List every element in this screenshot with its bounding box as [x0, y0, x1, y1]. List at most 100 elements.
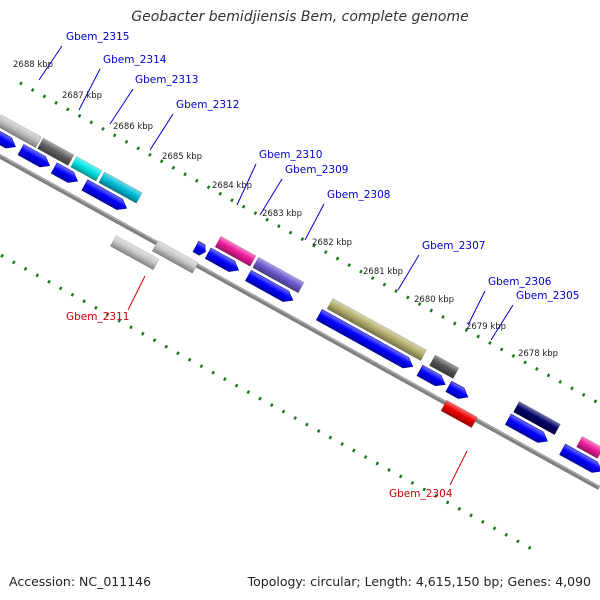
cds-arrow — [204, 247, 240, 272]
accession-text: Accession: NC_011146 — [9, 574, 152, 589]
leader-line — [304, 203, 325, 241]
tick-mark — [269, 403, 274, 408]
tick-mark — [234, 383, 239, 388]
tick-mark — [410, 480, 415, 485]
leader-line — [467, 290, 486, 326]
tick-mark — [140, 331, 145, 336]
tick-mark — [19, 81, 23, 86]
feature-offscreen-edge — [576, 435, 600, 459]
tick-label: 2681 kbp — [363, 267, 403, 277]
tick-mark — [47, 279, 51, 284]
cds-arrow — [0, 126, 16, 149]
cds-arrow — [416, 364, 446, 387]
cds-arrow — [504, 413, 548, 443]
feature-block — [440, 399, 478, 429]
gene-name: Gbem_2309 — [285, 164, 348, 176]
tick-mark — [312, 243, 316, 248]
tick-label: 2685 kbp — [162, 152, 202, 162]
tick-mark — [293, 416, 298, 421]
tick-mark — [152, 338, 157, 343]
tick-label: 2688 kbp — [13, 60, 53, 70]
leader-line — [78, 68, 101, 111]
tick-mark — [406, 295, 410, 300]
gene-arrow — [445, 380, 469, 399]
feature-gbem_2306-7 — [429, 354, 460, 379]
map-title: Geobacter bemidjiensis Bem, complete gen… — [131, 9, 469, 25]
tick-mark — [504, 532, 509, 537]
tick-mark — [199, 364, 204, 369]
tick-mark — [70, 292, 75, 297]
tick-mark — [359, 269, 363, 274]
tick-mark — [66, 107, 70, 112]
tick-mark — [281, 409, 286, 414]
tick-mark — [464, 327, 469, 332]
leader-line — [449, 450, 468, 486]
gene-arrow — [504, 413, 548, 443]
feature-block — [429, 354, 460, 379]
gene-label-gbem_2308: Gbem_2308 — [304, 189, 390, 241]
tick-mark — [35, 273, 40, 278]
feature-block — [326, 297, 427, 361]
tick-mark — [136, 146, 141, 151]
tick-mark — [288, 230, 293, 235]
tick-mark — [323, 250, 328, 255]
tick-mark — [476, 334, 481, 339]
tick-mark — [593, 399, 598, 404]
cds-arrow — [559, 443, 600, 473]
tick-mark — [101, 126, 105, 131]
feature-block — [110, 235, 160, 271]
gene-name: Gbem_2314 — [103, 54, 167, 66]
gene-arrow — [50, 162, 79, 183]
tick-mark — [246, 390, 251, 395]
tick-mark — [194, 178, 199, 183]
tick-mark — [129, 325, 133, 330]
gene-name: Gbem_2313 — [135, 74, 198, 86]
tick-mark — [148, 152, 152, 157]
gene-label-gbem_2313: Gbem_2313 — [109, 74, 198, 125]
tick-mark — [429, 308, 434, 313]
gene-label-gbem_2304: Gbem_2304 — [389, 450, 468, 500]
tick-mark — [124, 139, 129, 144]
gene-name: Gbem_2310 — [259, 149, 322, 161]
tick-label: 2678 kbp — [518, 349, 558, 359]
tick-mark — [581, 392, 586, 397]
gene-label-gbem_2305: Gbem_2305 — [490, 290, 579, 341]
tick-mark — [211, 370, 215, 375]
gene-label-gbem_2311: Gbem_2311 — [66, 275, 146, 323]
gene-label-gbem_2312: Gbem_2312 — [149, 99, 239, 151]
leader-line — [236, 163, 257, 206]
tick-label: 2684 kbp — [212, 181, 252, 191]
tick-label: 2683 kbp — [262, 209, 302, 219]
feature-gbem_2311-10 — [151, 240, 199, 274]
tick-mark — [534, 366, 539, 371]
tick-mark — [328, 435, 333, 440]
tick-mark — [11, 260, 16, 265]
tick-mark — [387, 467, 391, 472]
tick-mark — [499, 347, 504, 352]
tick-mark — [480, 519, 485, 524]
tick-mark — [347, 263, 352, 268]
gene-arrow — [81, 179, 128, 210]
gene-arrow — [315, 309, 414, 369]
tick-mark — [363, 455, 368, 459]
tick-mark — [230, 198, 234, 203]
gene-label-gbem_2306: Gbem_2306 — [467, 276, 552, 326]
tick-mark — [316, 429, 321, 434]
tick-mark — [527, 545, 532, 550]
cds-arrow — [245, 269, 294, 302]
tick-mark — [164, 344, 169, 349]
tick-label: 2679 kbp — [466, 322, 506, 332]
gene-name: Gbem_2311 — [66, 311, 129, 323]
feature-block — [576, 435, 600, 459]
gene-arrow — [17, 144, 51, 168]
tick-mark — [277, 224, 281, 229]
tick-mark — [516, 539, 520, 544]
feature-gbem_2312-3 — [98, 171, 143, 204]
gene-label-gbem_2314: Gbem_2314 — [78, 54, 167, 111]
feature-block — [98, 171, 143, 204]
feature-gbem_2314-1 — [37, 137, 75, 166]
gene-name: Gbem_2312 — [176, 99, 239, 111]
tick-mark — [305, 422, 309, 427]
gene-arrow — [559, 443, 600, 473]
